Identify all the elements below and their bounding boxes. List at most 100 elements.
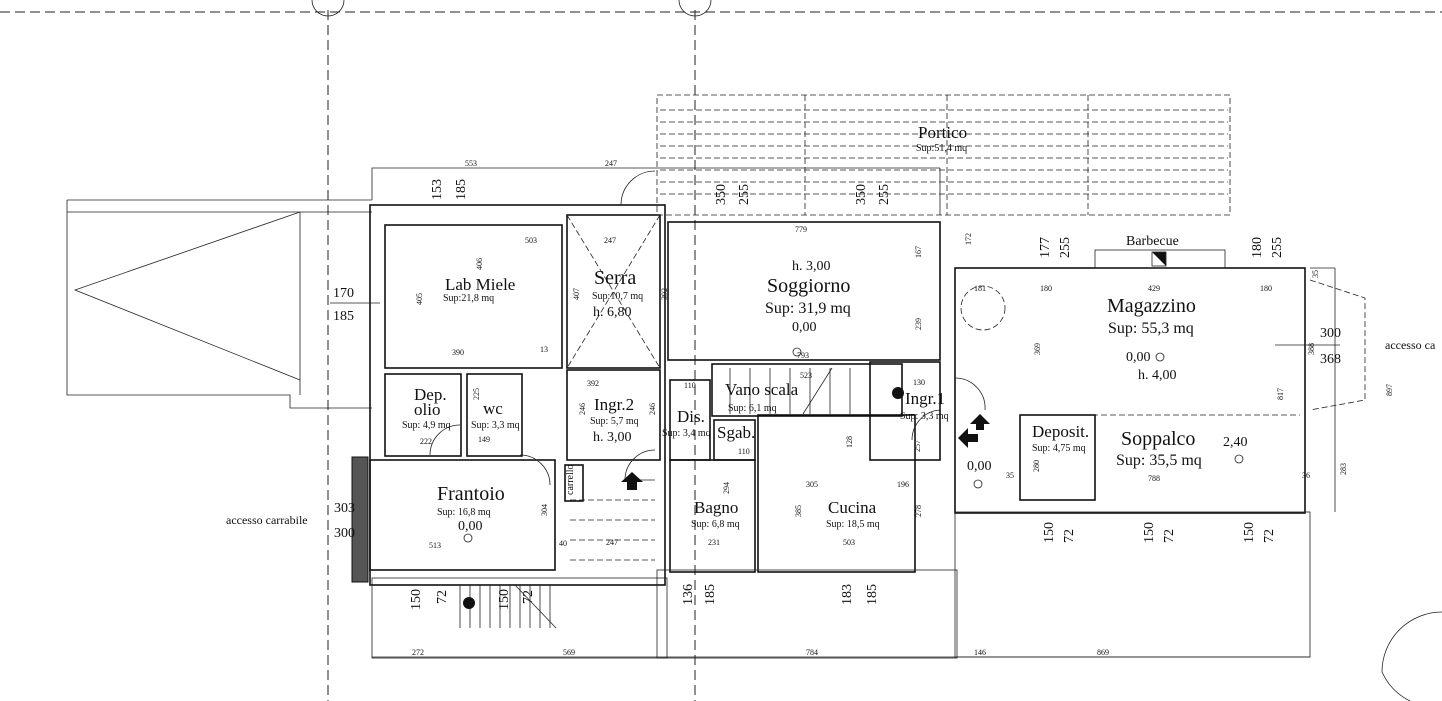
dimension-labels: 222: [420, 437, 432, 446]
building-walls: [1152, 252, 1166, 266]
building-walls: [564, 464, 584, 502]
opening-dimension-labels: 185: [333, 309, 354, 324]
dimension-labels: 784: [806, 648, 818, 657]
opening-dimension-labels: 72: [435, 590, 450, 604]
opening-dimension-labels: 153 185 170 185 303 300 150 72 150 72 35…: [330, 179, 1341, 610]
dimension-labels: 35: [1006, 471, 1014, 480]
dimension-labels: 280: [1032, 460, 1041, 472]
building-walls: [566, 214, 661, 369]
room-name: Sgab.: [717, 423, 755, 442]
dimension-labels: 196: [897, 480, 909, 489]
opening-dimension-labels: 177: [1038, 237, 1053, 258]
dimension-labels: 247: [605, 159, 617, 168]
opening-dimension-labels: 150: [497, 589, 512, 610]
carrello-label: carrello: [565, 464, 576, 495]
opening-dimension-labels: 255: [1270, 237, 1285, 258]
dimension-labels: 130: [913, 378, 925, 387]
dimension-labels: 146: [974, 648, 986, 657]
building-walls: [384, 373, 462, 457]
building-walls: [351, 456, 369, 583]
building-walls: [351, 167, 1366, 659]
dimension-labels: 257: [913, 440, 922, 452]
level-marker-icons: [1234, 454, 1244, 464]
left-ramp: [66, 199, 372, 409]
room-area: Sup: 5,7 mq: [590, 416, 639, 427]
opening-dimension-labels: 185: [865, 584, 880, 605]
opening-dimension-labels: 183: [840, 584, 855, 605]
level-marker-icons: [1155, 352, 1165, 362]
main-stair: [729, 367, 904, 415]
room-name: Lab Miele: [445, 275, 515, 294]
left-ramp: [73, 211, 301, 381]
dimension-labels: 779: [795, 225, 807, 234]
dimension-labels: 246: [578, 403, 587, 415]
dimension-labels: 128: [845, 436, 854, 448]
door-swing: [519, 454, 551, 486]
building-walls: [1094, 249, 1226, 269]
opening-dimension-labels: 72: [1262, 529, 1277, 543]
building-walls: [466, 373, 523, 457]
dimension-labels: 503: [843, 538, 855, 547]
opening-dimension-labels: 350: [854, 184, 869, 205]
door-swing: [911, 409, 941, 441]
access-note: accesso ca: [1385, 338, 1436, 352]
dimension-labels: 180: [1040, 284, 1052, 293]
entrance-arrow-icon: [970, 414, 990, 430]
dimension-labels: 180: [1260, 284, 1272, 293]
room-name: Vano scala: [725, 380, 799, 399]
building-walls: [1151, 251, 1167, 267]
dimension-labels: 385: [794, 505, 803, 517]
building-walls: [371, 167, 940, 200]
room-name: Bagno: [694, 498, 738, 517]
opening-dimension-labels: 255: [1058, 237, 1073, 258]
room-area: Sup: 3,3 mq: [900, 411, 949, 422]
dimension-labels: 407: [572, 288, 581, 300]
dimension-labels: 272: [412, 648, 424, 657]
opening-dimension-labels: 368: [1320, 352, 1341, 367]
north-arrow-circle: [1381, 611, 1442, 701]
room-height: h. 3,00: [593, 430, 632, 445]
building-walls: [1309, 279, 1366, 411]
dimension-labels: 569: [563, 648, 575, 657]
building-walls: [369, 459, 556, 571]
opening-dimension-labels: 150: [409, 589, 424, 610]
portico-area: [656, 94, 1231, 216]
room-level: 0,00: [458, 519, 483, 534]
dimension-labels: 149: [478, 435, 490, 444]
room-name: Dep.: [414, 385, 447, 404]
room-area: Sup:21,8 mq: [443, 293, 494, 304]
dimension-labels: 369: [1033, 343, 1042, 355]
room-area: Sup:51,4 mq: [916, 143, 967, 154]
dimension-labels: 35: [1311, 270, 1320, 278]
opening-dimension-labels: 136: [681, 584, 696, 605]
room-area: Sup: 4,9 mq: [402, 420, 451, 431]
room-name: Deposit.: [1032, 422, 1089, 441]
room-level: 0,00: [967, 459, 992, 474]
room-area: Sup:10,7 mq: [592, 291, 643, 302]
level-marker-icons: [973, 479, 983, 489]
building-walls: [369, 204, 666, 586]
opening-dimension-labels: 185: [454, 179, 469, 200]
room-height: h. 3,00: [792, 259, 831, 274]
room-name: Ingr.2: [594, 395, 634, 414]
room-name: Frantoio: [437, 483, 505, 505]
left-stair: [514, 584, 557, 629]
axis-bubble: [311, 0, 345, 17]
opening-dimension-labels: 303: [334, 501, 355, 516]
dimension-labels: 110: [738, 447, 750, 456]
dimension-labels: 390: [452, 348, 464, 357]
opening-dimension-labels: 255: [877, 184, 892, 205]
dimension-labels: 40: [559, 539, 567, 548]
dimension-labels: 793: [797, 351, 809, 360]
opening-dimension-labels: 350: [714, 184, 729, 205]
building-walls: [667, 221, 941, 361]
dimension-labels: 523: [800, 371, 812, 380]
room-level: 0,00: [1126, 350, 1151, 365]
opening-dimension-labels: 255: [737, 184, 752, 205]
room-level: 2,40: [1223, 435, 1248, 450]
dimension-labels: 247: [606, 538, 618, 547]
building-walls: [1019, 414, 1096, 501]
room-area: Sup: 3,3 mq: [471, 420, 520, 431]
building-walls: [869, 361, 941, 461]
building-walls: [656, 569, 958, 659]
